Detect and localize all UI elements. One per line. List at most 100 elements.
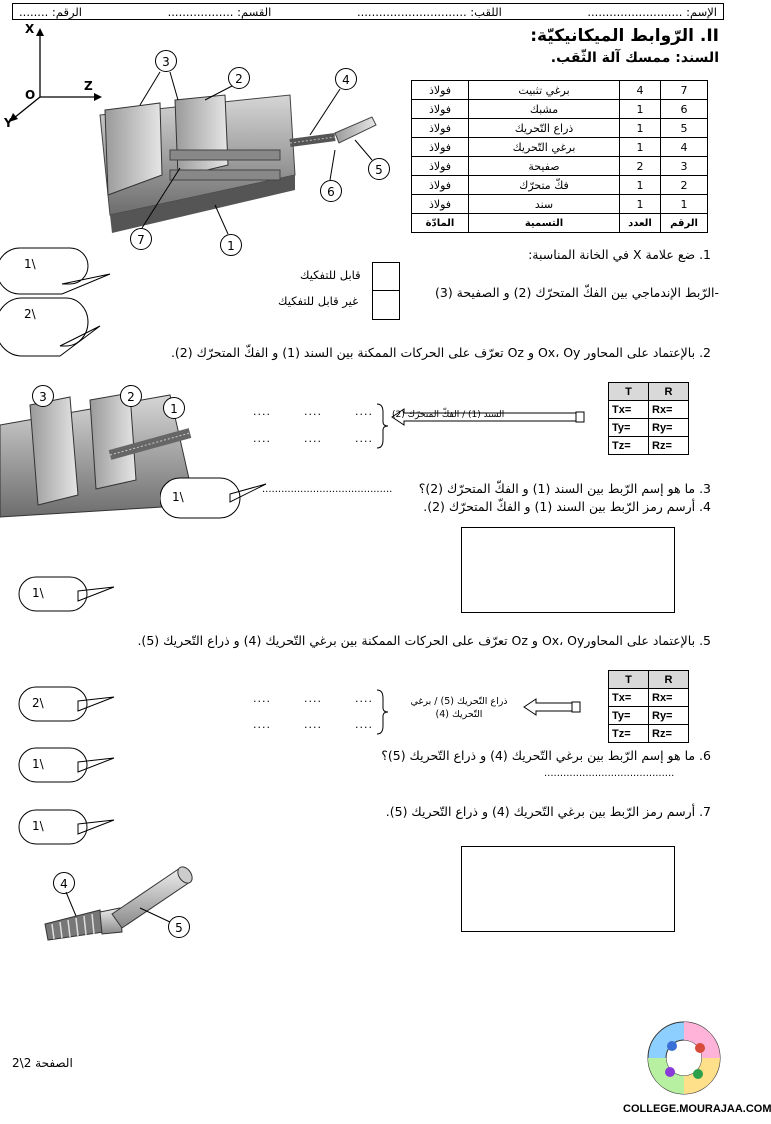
parts-cell-num: 6	[660, 99, 708, 119]
parts-cell-material: فولاذ	[411, 175, 469, 195]
site-logo	[647, 1021, 721, 1095]
parts-cell-num: 4	[660, 137, 708, 157]
label-3: 3	[155, 50, 177, 72]
parts-cell-qty: 1	[619, 137, 661, 157]
screw-lever-illustration	[44, 866, 193, 941]
screw-label-5: 5	[168, 916, 190, 938]
q3-answer-dots: ........................................…	[262, 484, 393, 495]
axis-x-arrow-icon	[36, 28, 44, 36]
q2-arrow	[391, 408, 585, 426]
parts-cell-material: فولاذ	[411, 118, 469, 138]
checkbox-removable[interactable]	[372, 262, 400, 292]
q5-answer-row-2: ............	[253, 718, 373, 731]
parts-cell-num: 3	[660, 156, 708, 176]
axes-diagram	[9, 28, 102, 122]
surname-field: اللقب: ..............................	[356, 4, 502, 19]
q2-answer-row-1: ............	[253, 405, 373, 418]
checkbox-permanent[interactable]	[372, 290, 400, 320]
parts-cell-name: مشبك	[468, 99, 620, 119]
parts-cell-qty: 1	[619, 194, 661, 214]
question-6: 6. ما هو إسم الرّبط بين برغي التّحريك (4…	[381, 748, 711, 763]
name-field: الإسم: ..........................	[587, 4, 717, 19]
q5-brace	[376, 689, 389, 735]
parts-cell-num: 1	[660, 194, 708, 214]
axis-z-arrow-icon	[94, 93, 102, 101]
parts-cell-qty: 1	[619, 118, 661, 138]
parts-cell-name: فكّ متحرّك	[468, 175, 620, 195]
parts-cell-material: فولاذ	[411, 137, 469, 157]
question-1: 1. ضع علامة X في الخانة المناسبة:	[528, 247, 711, 262]
parts-cell-name: ذراع التّحريك	[468, 118, 620, 138]
parts-cell-material: فولاذ	[411, 194, 469, 214]
section-field: القسم: ..................	[167, 4, 272, 19]
vise-closeup-illustration	[0, 392, 196, 518]
label-2: 2	[228, 67, 250, 89]
site-url: COLLEGE.MOURAJAA.COM	[623, 1103, 771, 1115]
screw-label-4: 4	[53, 872, 75, 894]
axis-x-label: X	[25, 22, 35, 36]
question-4: 4. أرسم رمز الرّبط بين السند (1) و الفكّ…	[423, 499, 711, 514]
label-1: 1	[220, 234, 242, 256]
mark-q6: 1\	[32, 757, 44, 771]
label-4: 4	[335, 68, 357, 90]
parts-cell-qty: 4	[619, 80, 661, 100]
label-5: 5	[368, 158, 390, 180]
parts-cell-name: صفيحة	[468, 156, 620, 176]
axis-z-label: Z	[84, 79, 93, 93]
label-7: 7	[130, 228, 152, 250]
q5-arrow	[523, 698, 581, 716]
q2-answer-row-2: ............	[253, 432, 373, 445]
mark-bubble-q5	[18, 686, 115, 722]
mark-bubbles-1-2	[0, 247, 111, 357]
parts-cell-material: فولاذ	[411, 156, 469, 176]
page-number: الصفحة 2\2	[12, 1056, 73, 1070]
label-6: 6	[320, 180, 342, 202]
q4-drawing-box[interactable]	[461, 527, 675, 613]
mark-bubble-q4	[18, 576, 115, 612]
question-7: 7. أرسم رمز الرّبط بين برغي التّحريك (4)…	[385, 804, 711, 819]
mark-q4: 1\	[32, 586, 44, 600]
page-subtitle: السند: ممسك آلة الثّقب.	[550, 50, 719, 66]
axis-y-arrow-icon	[9, 113, 18, 122]
mark-q5: 2\	[32, 696, 44, 710]
option-removable-label: قابل للتفكيك	[300, 268, 361, 282]
header-bar: الإسم: .......................... اللقب:…	[12, 3, 724, 20]
parts-table-header: الرقم العدد التسمية المادّة	[411, 213, 708, 233]
vise-illustration	[99, 94, 377, 233]
closeup-label-2: 2	[120, 385, 142, 407]
question-5: 5. بالإعتماد على المحاورOx، Oy و Oz تعرّ…	[137, 633, 711, 648]
page-title: II. الرّوابط الميكانيكيّة:	[530, 26, 719, 46]
parts-cell-num: 7	[660, 80, 708, 100]
parts-cell-name: برغي التّحريك	[468, 137, 620, 157]
parts-cell-qty: 1	[619, 99, 661, 119]
parts-cell-qty: 1	[619, 175, 661, 195]
axis-y-label: Y	[4, 116, 13, 130]
q2-arrow-label: السند (1) / الفكّ المتحرّك (2)	[392, 410, 505, 420]
mark-q2: 1\	[172, 490, 184, 504]
option-permanent-label: غير قابل للتفكيك	[278, 294, 359, 308]
axis-y-line	[13, 96, 41, 119]
q6-answer-dots: ........................................…	[544, 768, 675, 779]
question-2: 2. بالإعتماد على المحاور Ox، Oy و Oz تعر…	[170, 345, 711, 360]
mark-q1: 1\	[24, 257, 36, 271]
mark-bubble-q7	[18, 809, 115, 845]
mark-bubble-q2	[160, 477, 267, 519]
parts-cell-material: فولاذ	[411, 80, 469, 100]
screw-leader-lines	[65, 891, 171, 923]
mark-bubble-q6	[18, 747, 115, 783]
q7-drawing-box[interactable]	[461, 846, 675, 932]
number-field: الرقم: ........	[19, 4, 83, 19]
question-1-sub: -الرّبط الإندماجي بين الفكّ المتحرّك (2)…	[434, 285, 719, 300]
question-3: 3. ما هو إسم الرّبط بين السند (1) و الفك…	[418, 481, 711, 496]
mark-q7: 1\	[32, 819, 44, 833]
